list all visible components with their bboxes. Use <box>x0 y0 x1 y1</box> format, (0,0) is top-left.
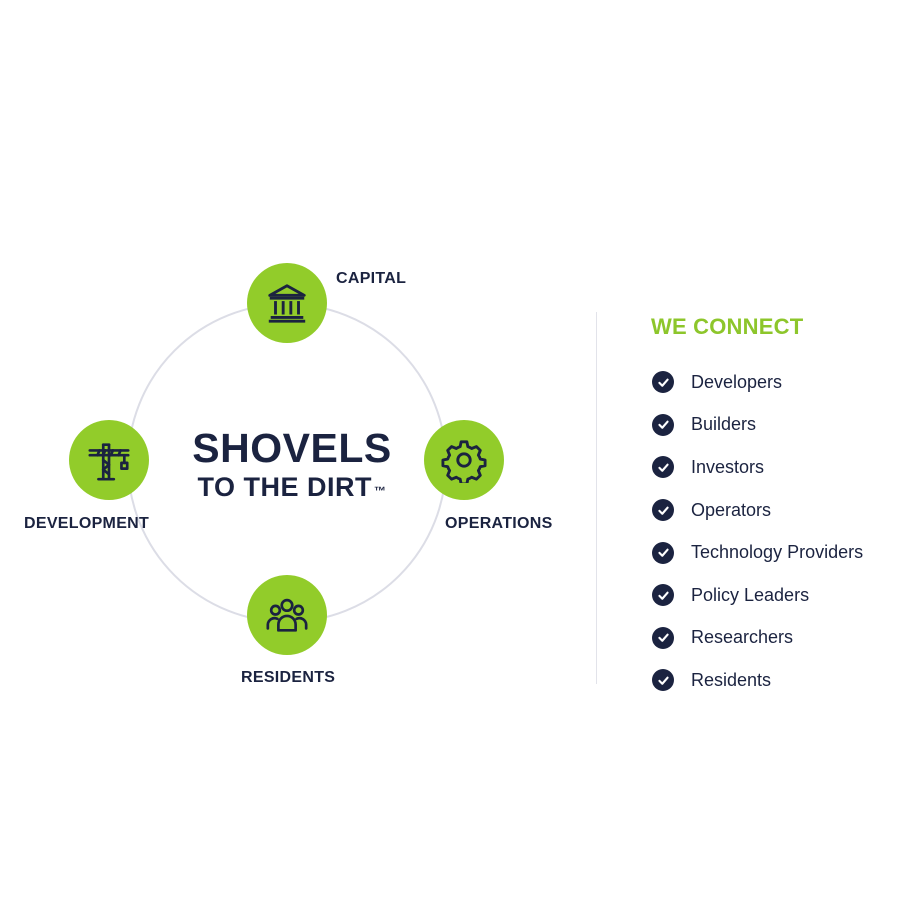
title-line-2-text: TO THE DIRT <box>197 472 372 502</box>
people-icon <box>266 598 308 632</box>
bank-icon <box>268 284 306 323</box>
check-circle-icon <box>652 456 674 479</box>
divider <box>596 312 597 684</box>
list-item: Operators <box>652 489 863 532</box>
list-item: Researchers <box>652 617 863 660</box>
check-circle-icon <box>652 499 674 522</box>
list-item: Developers <box>652 361 863 404</box>
list-item-label: Investors <box>691 456 765 477</box>
trademark-symbol: ™ <box>374 484 387 498</box>
node-label-operations: OPERATIONS <box>445 515 553 532</box>
connect-list: Developers Builders Investors Operators … <box>652 361 863 702</box>
list-item-label: Technology Providers <box>691 542 864 563</box>
node-operations <box>424 420 504 500</box>
connect-heading: WE CONNECT <box>651 314 804 339</box>
title-line-1: SHOVELS <box>192 425 392 471</box>
node-capital <box>247 263 327 343</box>
node-development <box>69 420 149 500</box>
list-item: Technology Providers <box>652 531 863 574</box>
list-item-label: Policy Leaders <box>691 584 810 605</box>
check-circle-icon <box>652 626 674 649</box>
node-label-residents: RESIDENTS <box>241 669 336 686</box>
list-item-label: Operators <box>691 499 772 520</box>
list-item: Builders <box>652 404 863 447</box>
check-circle-icon <box>652 584 674 607</box>
crane-icon <box>88 443 130 481</box>
check-circle-icon <box>652 371 674 394</box>
check-circle-icon <box>652 669 674 692</box>
check-circle-icon <box>652 541 674 564</box>
check-circle-icon <box>652 413 674 436</box>
list-item-label: Builders <box>691 414 757 435</box>
node-label-development: DEVELOPMENT <box>24 515 150 532</box>
list-item-label: Residents <box>691 669 772 690</box>
list-item-label: Researchers <box>691 627 794 648</box>
list-item: Residents <box>652 659 863 702</box>
gear-icon <box>441 440 487 483</box>
node-label-capital: CAPITAL <box>336 270 407 287</box>
node-residents <box>247 575 327 655</box>
list-item: Policy Leaders <box>652 574 863 617</box>
list-item-label: Developers <box>691 371 783 392</box>
list-item: Investors <box>652 446 863 489</box>
